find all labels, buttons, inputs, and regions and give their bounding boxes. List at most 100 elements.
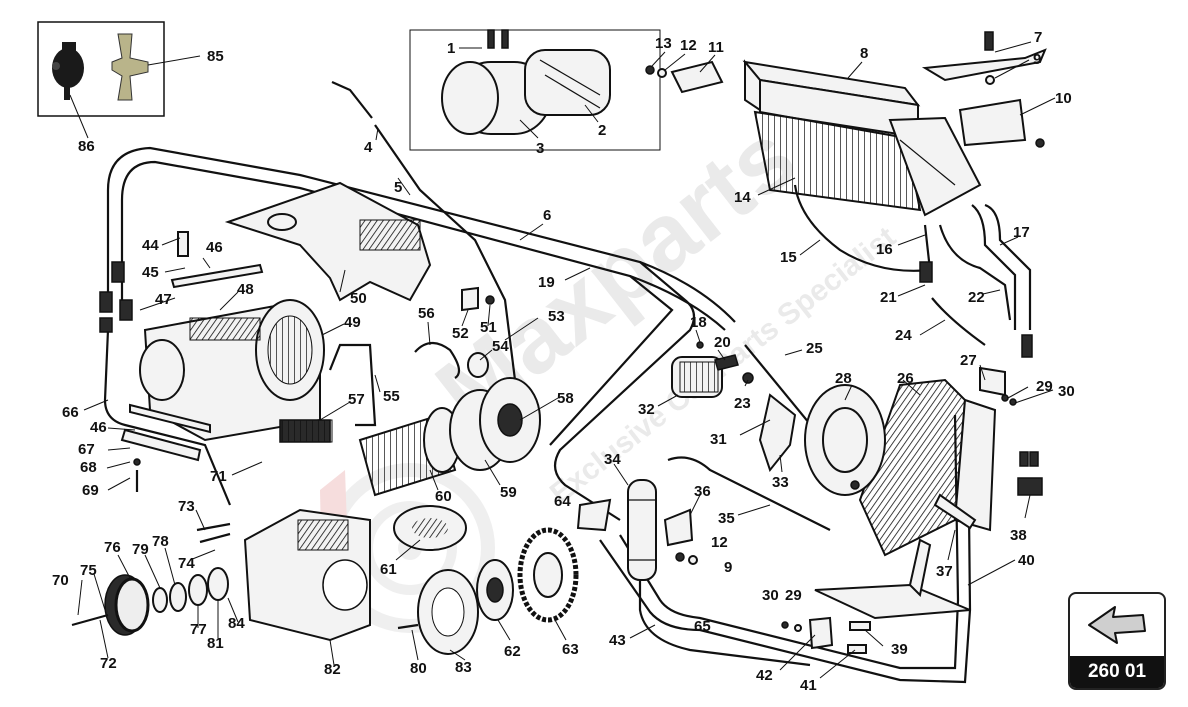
callout-42: 42: [756, 667, 773, 684]
evaporator-housing-part: [742, 59, 982, 217]
callout-21: 21: [880, 289, 897, 306]
callout-52: 52: [452, 325, 469, 342]
callout-67: 67: [78, 441, 95, 458]
callout-35: 35: [718, 510, 735, 527]
drier-canister-part: [627, 479, 657, 581]
callout-36: 36: [694, 483, 711, 500]
callout-20: 20: [714, 334, 731, 351]
callout-23: 23: [734, 395, 751, 412]
callout-65: 65: [694, 618, 711, 635]
callout-51: 51: [480, 319, 497, 336]
callout-60: 60: [435, 488, 452, 505]
callout-31: 31: [710, 431, 727, 448]
callout-7: 7: [1034, 29, 1042, 46]
callout-4: 4: [364, 139, 373, 156]
gear-61-part: [393, 505, 467, 551]
callout-86: 86: [78, 138, 95, 155]
brackets-top-right: [670, 31, 1047, 147]
callout-27: 27: [960, 352, 977, 369]
callout-25: 25: [806, 340, 823, 357]
callout-59: 59: [500, 484, 517, 501]
callout-12b: 12: [711, 534, 728, 551]
callout-76: 76: [104, 539, 121, 556]
callout-14: 14: [734, 189, 751, 206]
callout-80: 80: [410, 660, 427, 677]
callout-62: 62: [504, 643, 521, 660]
gear-62-part: [476, 559, 514, 621]
callout-1: 1: [447, 40, 455, 57]
callout-50: 50: [350, 290, 367, 307]
callout-73: 73: [178, 498, 195, 515]
callout-16: 16: [876, 241, 893, 258]
callout-9b: 9: [724, 559, 732, 576]
callout-63: 63: [562, 641, 579, 658]
callout-11: 11: [708, 39, 724, 56]
callout-46b: 46: [90, 419, 107, 436]
condenser-part: [858, 378, 997, 557]
callout-71: 71: [210, 468, 227, 485]
callout-61: 61: [380, 561, 397, 578]
pipes: [103, 80, 1032, 684]
callout-13: 13: [655, 35, 672, 52]
callout-28: 28: [835, 370, 852, 387]
callout-54: 54: [492, 338, 509, 355]
callout-56: 56: [418, 305, 435, 322]
callout-58: 58: [557, 390, 574, 407]
callout-9a: 9: [1033, 51, 1041, 68]
arrow-back-icon: [1070, 594, 1164, 652]
callout-48: 48: [237, 281, 254, 298]
bell-housing-part: [243, 508, 371, 642]
callout-19: 19: [538, 274, 555, 291]
callout-32: 32: [638, 401, 655, 418]
callout-74: 74: [178, 555, 195, 572]
callout-numbers: 1 2 3 4 5 6 7 8 9 10 11 12 13 14 15 16 1…: [52, 29, 1075, 694]
callout-72: 72: [100, 655, 117, 672]
compressor-part: [139, 299, 331, 443]
valve-57-part: [281, 419, 333, 443]
callout-26: 26: [897, 370, 914, 387]
callout-33: 33: [772, 474, 789, 491]
callout-75: 75: [80, 562, 97, 579]
mounting-plate-part: [224, 181, 432, 302]
callout-66: 66: [62, 404, 79, 421]
callout-10: 10: [1055, 90, 1072, 107]
callout-29b: 29: [785, 587, 802, 604]
callout-49: 49: [344, 314, 361, 331]
callout-41: 41: [800, 677, 817, 694]
callout-2: 2: [598, 122, 606, 139]
callout-70: 70: [52, 572, 69, 589]
small-fittings: [99, 29, 1045, 654]
callout-43: 43: [609, 632, 626, 649]
callout-85: 85: [207, 48, 224, 65]
callout-39: 39: [891, 641, 908, 658]
callout-47: 47: [155, 291, 172, 308]
callout-30a: 30: [1058, 383, 1075, 400]
callout-81: 81: [207, 635, 224, 652]
callout-38: 38: [1010, 527, 1027, 544]
callout-69: 69: [82, 482, 99, 499]
callout-37: 37: [936, 563, 953, 580]
callout-68: 68: [80, 459, 97, 476]
leader-lines: [69, 41, 1056, 679]
clutch-pulley-part: [358, 377, 541, 497]
pulley-stack-part: [71, 567, 229, 636]
callout-6: 6: [543, 207, 551, 224]
callout-57: 57: [348, 391, 365, 408]
rubber-boot-part: [111, 33, 149, 101]
callout-40: 40: [1018, 552, 1035, 569]
bracket-67-part: [120, 403, 211, 462]
gear-63-part: [517, 527, 579, 623]
callout-53: 53: [548, 308, 565, 325]
section-code: 260 01: [1070, 656, 1164, 688]
ring-gear-part: [417, 569, 479, 655]
section-nav-button[interactable]: 260 01: [1068, 592, 1166, 690]
callout-3: 3: [536, 140, 544, 157]
receiver-drier-part: [409, 29, 661, 151]
fan-motor-part: [671, 356, 723, 398]
callout-30b: 30: [762, 587, 779, 604]
connector-plug-part: [52, 42, 84, 100]
callout-22: 22: [968, 289, 985, 306]
callout-29a: 29: [1036, 378, 1053, 395]
callout-45: 45: [142, 264, 159, 281]
